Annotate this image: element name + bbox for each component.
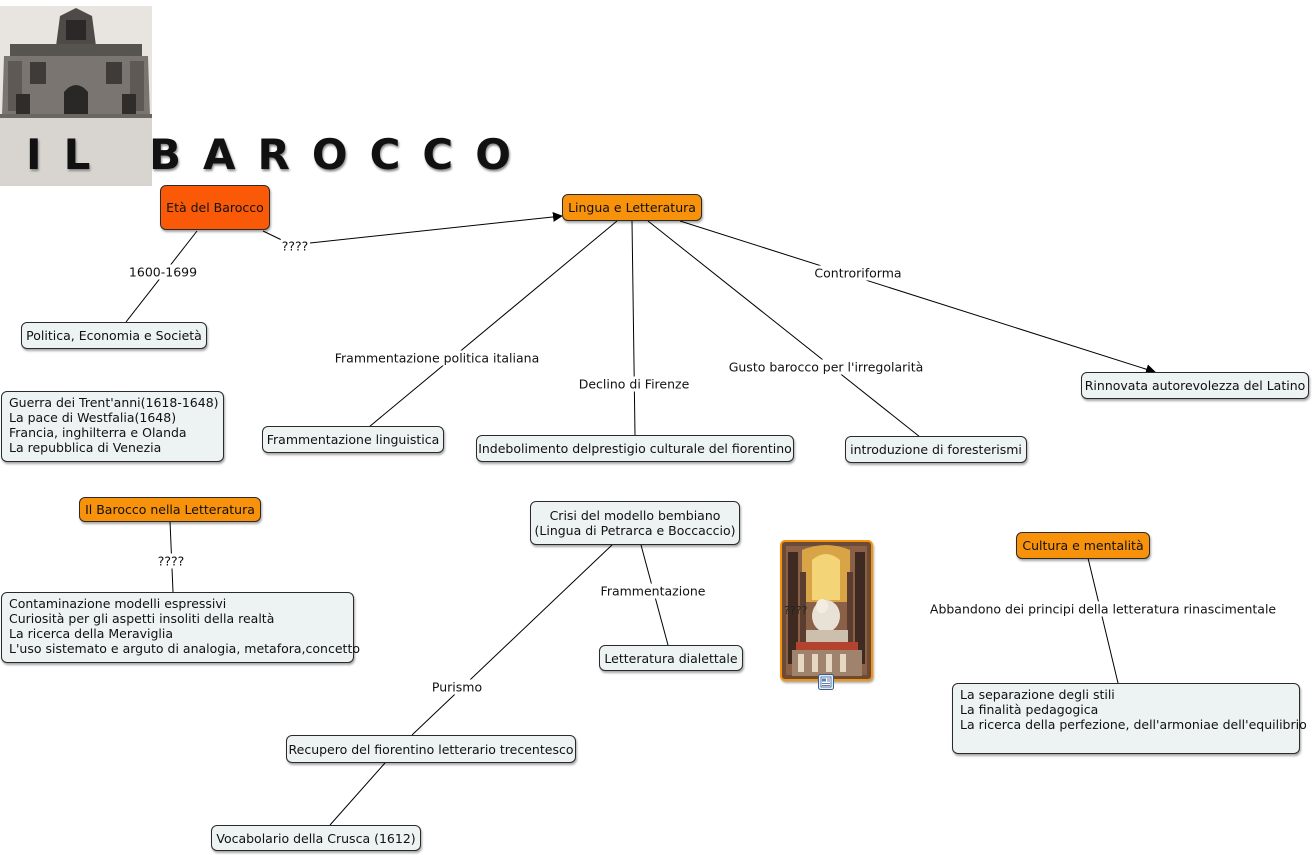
link-label-declino-firenze: Declino di Firenze [577, 376, 691, 392]
line-crisi-recupero [411, 544, 613, 736]
node-label: Vocabolario della Crusca (1612) [216, 830, 416, 846]
church-facade-photo [0, 6, 152, 186]
link-label-purismo: Purismo [430, 679, 484, 695]
node-line: Crisi del modello bembiano [549, 508, 721, 523]
node-eventi-storici[interactable]: Guerra dei Trent'anni(1618-1648) La pace… [1, 391, 224, 462]
church-facade-illustration [0, 6, 152, 186]
link-label-1600: 1600-1699 [127, 264, 199, 280]
node-line: Contaminazione modelli espressivi [9, 596, 227, 611]
node-line: La ricerca della perfezione, dell'armoni… [960, 717, 1307, 732]
sculpture-label: ???? [784, 604, 808, 617]
node-vocabolario-crusca[interactable]: Vocabolario della Crusca (1612) [211, 825, 421, 851]
link-label-gusto-barocco: Gusto barocco per l'irregolarità [727, 359, 925, 375]
line-lingua-forestierismi [647, 220, 921, 438]
node-line: La ricerca della Meraviglia [9, 626, 174, 641]
node-latino[interactable]: Rinnovata autorevolezza del Latino [1081, 372, 1309, 399]
line-recupero-crusca [329, 762, 386, 826]
node-frammentazione-linguistica[interactable]: Frammentazione linguistica [262, 426, 444, 453]
line-eta-lingua-b [309, 211, 563, 244]
node-line: La pace di Westfalia(1648) [9, 410, 177, 425]
link-label-frammentazione: Frammentazione [599, 583, 707, 599]
node-label: Cultura e mentalità [1022, 538, 1144, 553]
node-letteratura-dialettale[interactable]: Letteratura dialettale [599, 645, 743, 671]
line-lingua-framm [368, 220, 618, 428]
node-label: Età del Barocco [166, 200, 264, 215]
document-icon[interactable] [818, 674, 834, 690]
page-title: IL BAROCCO [26, 130, 533, 179]
node-label: Rinnovata autorevolezza del Latino [1084, 378, 1306, 393]
node-crisi-bembiano[interactable]: Crisi del modello bembiano (Lingua di Pe… [530, 501, 740, 545]
node-label: Indebolimento delprestigio culturale del… [478, 441, 792, 456]
node-indebolimento[interactable]: Indebolimento delprestigio culturale del… [476, 435, 794, 462]
node-contaminazione[interactable]: Contaminazione modelli espressivi Curios… [1, 592, 360, 663]
node-label: Lingua e Letteratura [568, 200, 696, 215]
node-cultura-mentalita[interactable]: Cultura e mentalità [1016, 532, 1150, 559]
node-recupero-fiorentino[interactable]: Recupero del fiorentino letterario trece… [286, 735, 576, 763]
line-lingua-indebolimento [631, 220, 636, 436]
baroque-sculpture-illustration: ???? [782, 542, 871, 679]
node-line: Francia, inghilterra e Olanda [9, 425, 187, 440]
link-label-frammentazione-politica: Frammentazione politica italiana [333, 350, 541, 366]
node-line: L'uso sistemato e arguto di analogia, me… [9, 641, 360, 656]
link-label-controriforma: Controriforma [813, 265, 903, 281]
node-lingua-letteratura[interactable]: Lingua e Letteratura [562, 194, 702, 221]
line-lingua-latino [679, 220, 1156, 375]
node-line: (Lingua di Petrarca e Boccaccio) [534, 523, 736, 538]
node-line: Guerra dei Trent'anni(1618-1648) [9, 395, 219, 410]
node-label: Frammentazione linguistica [266, 432, 440, 447]
node-label: Politica, Economia e Società [26, 328, 202, 343]
baroque-sculpture-photo[interactable]: ???? [780, 540, 873, 681]
link-label-abbandono: Abbandono dei principi della letteratura… [928, 601, 1278, 617]
link-label-question-1: ???? [280, 238, 310, 254]
line-cultura-separazione [1087, 557, 1119, 684]
node-line: La finalità pedagogica [960, 702, 1099, 717]
node-label: Letteratura dialettale [604, 650, 738, 666]
node-label: introduzione di foresterismi [850, 442, 1022, 457]
node-line: La repubblica di Venezia [9, 440, 162, 455]
node-separazione-stili[interactable]: La separazione degli stili La finalità p… [952, 683, 1307, 754]
node-label: Il Barocco nella Letteratura [85, 502, 255, 517]
node-line: La separazione degli stili [960, 687, 1115, 702]
node-eta-barocco[interactable]: Età del Barocco [160, 185, 270, 230]
node-line: Curiosità per gli aspetti insoliti della… [9, 611, 275, 626]
node-forestierismi[interactable]: introduzione di foresterismi [845, 436, 1027, 463]
node-politica-economia[interactable]: Politica, Economia e Società [21, 322, 207, 349]
node-barocco-letteratura[interactable]: Il Barocco nella Letteratura [79, 497, 261, 522]
node-label: Recupero del fiorentino letterario trece… [288, 741, 574, 757]
link-label-question-2: ???? [156, 553, 186, 569]
